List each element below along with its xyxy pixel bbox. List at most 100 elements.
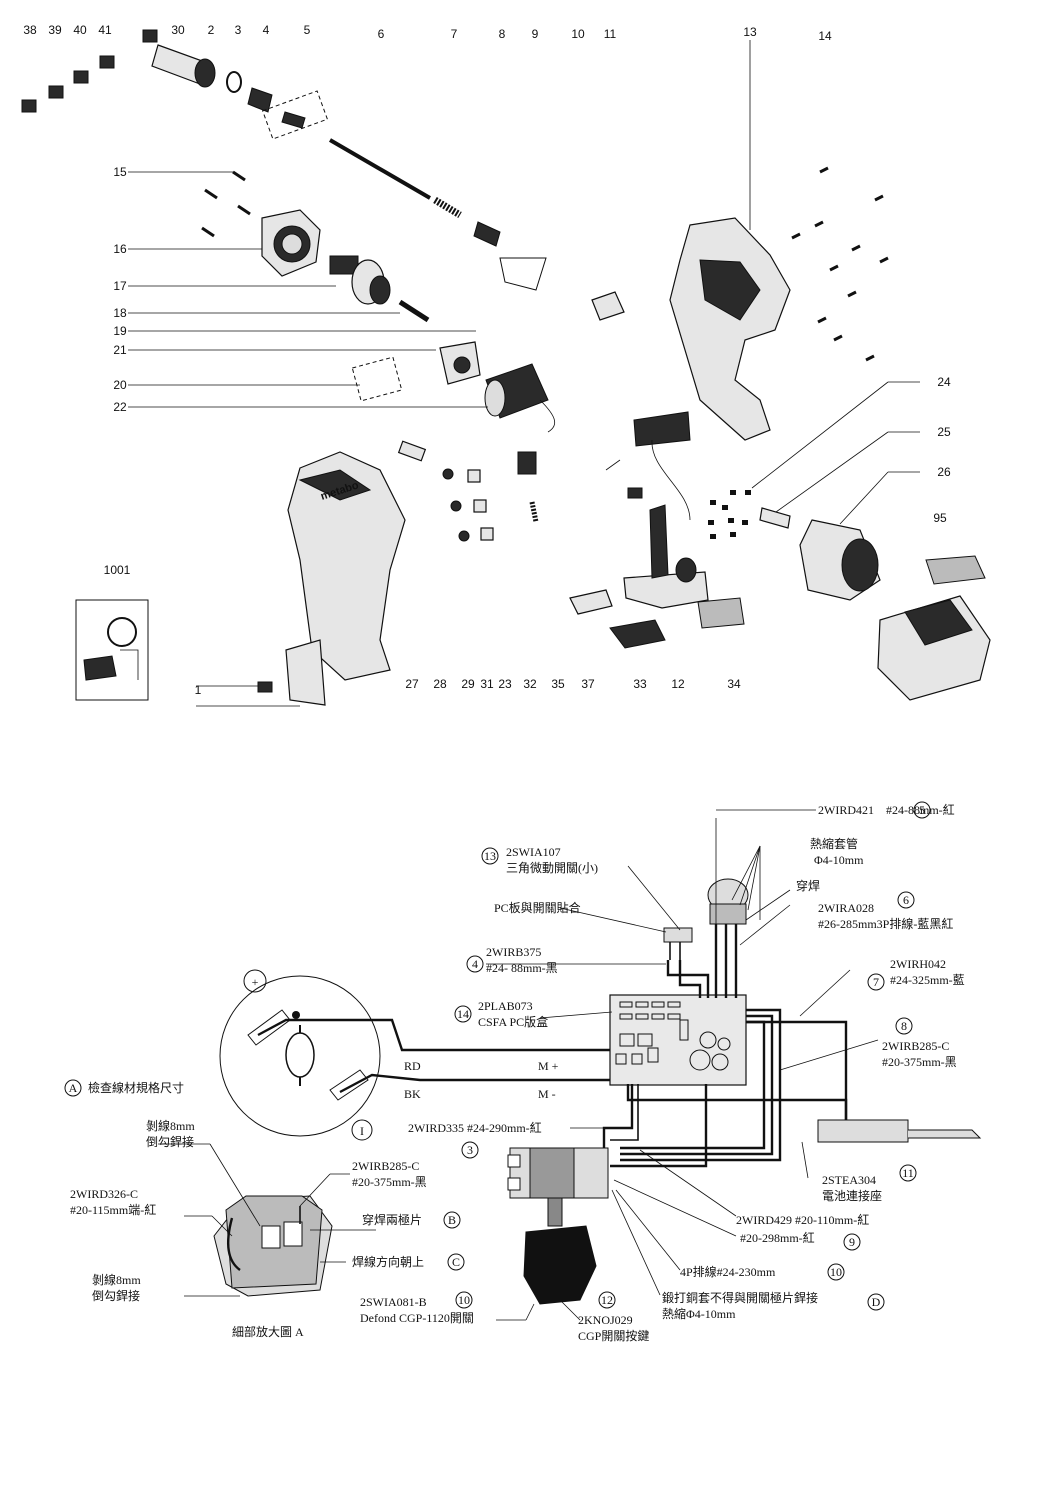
- micro-switch-13: [663, 927, 693, 960]
- callout-95: 95: [933, 511, 947, 525]
- label-num: 5: [919, 803, 925, 817]
- part-motor-cover: [439, 341, 481, 385]
- part-bushing: [473, 221, 501, 247]
- callout-22: 22: [113, 400, 127, 414]
- label-heat-shrink: 熱縮套管: [810, 836, 858, 851]
- battery-connector: [817, 1119, 982, 1143]
- part-housing-right: [669, 217, 791, 441]
- label-2plab073: 2PLAB073: [478, 999, 533, 1013]
- label-rd: RD: [404, 1059, 421, 1073]
- label-num: 8: [901, 1019, 907, 1033]
- label-through-solder: 穿焊: [796, 878, 820, 893]
- callout-39: 39: [48, 23, 62, 37]
- label-plus: +: [252, 975, 259, 989]
- label-heat-shrink-size: Φ4-10mm: [814, 853, 864, 867]
- label-num: 13: [484, 849, 496, 863]
- callout-13: 13: [743, 25, 757, 39]
- inset-1001: [75, 599, 149, 701]
- label-stea304-name: 電池連接座: [822, 1188, 882, 1203]
- part-gear-housing: [261, 209, 321, 277]
- part-pcb-assembly: [605, 411, 709, 609]
- callout-14: 14: [818, 29, 832, 43]
- label-wirb285c-detail-spec: #20-375mm-黑: [352, 1175, 427, 1189]
- label-hook-solder-2: 倒勾銲接: [92, 1288, 140, 1303]
- callout-27: 27: [405, 677, 419, 691]
- label-num: 14: [457, 1007, 469, 1021]
- label-detail-a: 細部放大圖 A: [232, 1324, 304, 1339]
- label-2stea304: 2STEA304: [822, 1173, 876, 1187]
- callout-9: 9: [532, 27, 539, 41]
- callout-31: 31: [480, 677, 494, 691]
- label-2swia081b: 2SWIA081-B: [360, 1295, 427, 1309]
- callout-38: 38: [23, 23, 37, 37]
- label-2wird335: 2WIRD335 #24-290mm-紅: [408, 1121, 542, 1135]
- label-m-minus: M -: [538, 1087, 556, 1101]
- part-25: [759, 507, 791, 529]
- label-4p-cable: 4P排線#24-230mm: [680, 1264, 776, 1279]
- callout-2: 2: [208, 23, 215, 37]
- label-forged-2: 熱縮Φ4-10mm: [662, 1306, 736, 1321]
- part-bit-holder: [799, 519, 881, 601]
- label-knoj029-name: CGP開關按鍵: [578, 1328, 649, 1343]
- part-33: [609, 619, 666, 649]
- part-motor: [484, 363, 556, 433]
- part-screws-14: [791, 166, 889, 362]
- leader-lines: [128, 40, 920, 707]
- part-housing-left: metabo: [285, 451, 406, 706]
- part-34-label: [697, 597, 745, 629]
- callout-15: 15: [113, 165, 127, 179]
- part-shaft: [328, 138, 432, 200]
- callout-12: 12: [671, 677, 685, 691]
- callout-25: 25: [937, 425, 951, 439]
- part-screws-38-41: [21, 29, 158, 113]
- label-wirh042-spec: #24-325mm-藍: [890, 973, 965, 987]
- label-forged: 鍛打銅套不得與開關極片銲接: [662, 1290, 818, 1305]
- callout-4: 4: [263, 23, 270, 37]
- label-swia081-name: Defond CGP-1120開關: [360, 1311, 474, 1325]
- part-led-set: [397, 440, 539, 542]
- part-clip: [499, 257, 547, 291]
- label-pc-switch: PC板與開關貼合: [494, 900, 581, 915]
- label-plab073-name: CSFA PC版盒: [478, 1014, 548, 1029]
- callout-10: 10: [571, 27, 585, 41]
- callout-29: 29: [461, 677, 475, 691]
- part-screw-1: [257, 681, 273, 693]
- label-2swia107: 2SWIA107: [506, 845, 561, 859]
- label-wirb375-spec: #24- 88mm-黑: [486, 961, 558, 975]
- part-95-label: [925, 555, 986, 585]
- part-bracket-11: [591, 291, 625, 321]
- callout-26: 26: [937, 465, 951, 479]
- part-37: [569, 589, 613, 615]
- label-circle-b: B: [448, 1213, 456, 1227]
- label-num: 3: [467, 1143, 473, 1157]
- callout-35: 35: [551, 677, 565, 691]
- callout-41: 41: [98, 23, 112, 37]
- label-hook-solder: 倒勾銲接: [146, 1134, 194, 1149]
- part-chuck-sleeve: [151, 44, 329, 140]
- callout-33: 33: [633, 677, 647, 691]
- label-2wird429: 2WIRD429 #20-110mm-紅: [736, 1213, 869, 1227]
- callout-11: 11: [604, 27, 617, 41]
- label-through-two: 穿焊兩極片: [362, 1212, 422, 1227]
- pcb-box: [609, 994, 747, 1086]
- label-strip-8mm: 剝線8mm: [146, 1118, 195, 1133]
- label-wird326c-spec: #20-115mm端-紅: [70, 1203, 156, 1217]
- callout-21: 21: [113, 343, 127, 357]
- callout-17: 17: [113, 279, 127, 293]
- label-wirb285c-spec: #20-375mm-黑: [882, 1055, 957, 1069]
- callout-8: 8: [499, 27, 506, 41]
- label-2wirh042: 2WIRH042: [890, 957, 946, 971]
- label-minus: I: [360, 1124, 364, 1138]
- callout-34: 34: [727, 677, 741, 691]
- callout-16: 16: [113, 242, 127, 256]
- label-2wira028: 2WIRA028: [818, 901, 874, 915]
- label-num: 7: [873, 975, 879, 989]
- label-wira028-spec: #26-285mm3P排線-藍黑紅: [818, 916, 953, 931]
- callout-5: 5: [304, 23, 311, 37]
- connector-top: [707, 878, 749, 925]
- part-brush-box: [351, 356, 403, 402]
- label-wird429-2: #20-298mm-紅: [740, 1231, 815, 1245]
- label-swia107-name: 三角微動開關(小): [506, 861, 598, 875]
- label-circle-c: C: [452, 1255, 460, 1269]
